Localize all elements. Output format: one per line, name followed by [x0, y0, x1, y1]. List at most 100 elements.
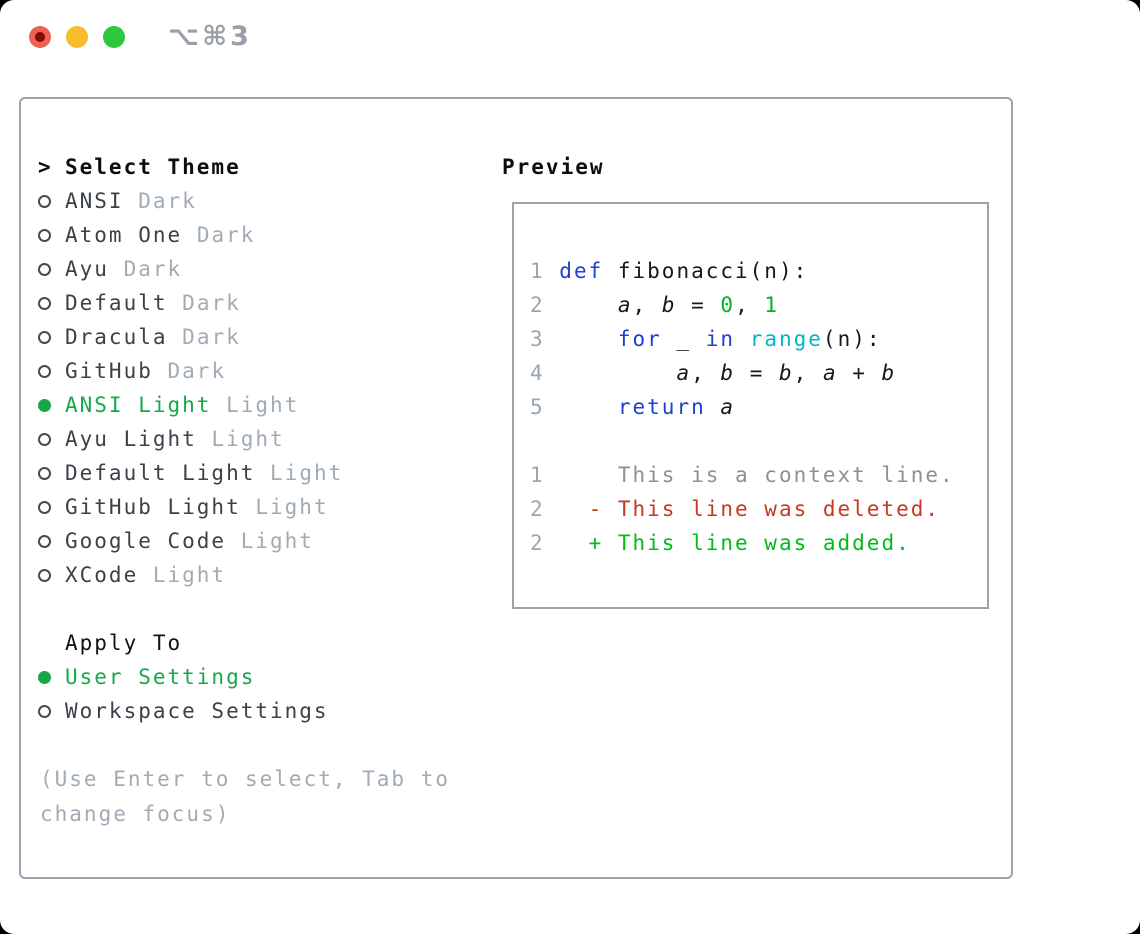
- close-button[interactable]: [29, 26, 51, 48]
- token-kw: return: [617, 395, 706, 419]
- token-var: a: [617, 293, 633, 317]
- line-number: 2: [530, 293, 560, 317]
- theme-option-google-code[interactable]: Google Code Light: [38, 524, 343, 558]
- token-var: a: [720, 395, 736, 419]
- theme-option-atom-one[interactable]: Atom One Dark: [38, 218, 343, 252]
- diff-line: 2 - This line was deleted.: [530, 492, 955, 526]
- theme-option-default-light[interactable]: Default Light Light: [38, 456, 343, 490]
- theme-variant-badge: Dark: [167, 359, 227, 383]
- theme-variant-badge: Light: [255, 495, 329, 519]
- token-var: b: [720, 361, 736, 385]
- theme-name: XCode: [65, 563, 139, 587]
- token-pl: _: [661, 327, 706, 351]
- token-var: b: [881, 361, 897, 385]
- zoom-button[interactable]: [103, 26, 125, 48]
- line-number: 2: [530, 531, 560, 555]
- help-text: (Use Enter to select, Tab to change focu…: [40, 762, 450, 832]
- theme-option-ansi[interactable]: ANSI Dark: [38, 184, 343, 218]
- theme-name: GitHub Light: [65, 495, 241, 519]
- token-pl: (n):: [822, 327, 882, 351]
- token-pl: [706, 395, 721, 419]
- apply-option-workspace-settings[interactable]: Workspace Settings: [38, 694, 329, 728]
- theme-name: GitHub: [65, 359, 153, 383]
- theme-option-default[interactable]: Default Dark: [38, 286, 343, 320]
- token-num: 1: [764, 293, 780, 317]
- apply-option-label: Workspace Settings: [65, 699, 329, 723]
- minimize-button[interactable]: [66, 26, 88, 48]
- radio-icon: [38, 704, 51, 718]
- code-line: 3 for _ in range(n):: [530, 322, 955, 356]
- token-pl: ,: [632, 293, 662, 317]
- radio-selected-icon: [38, 670, 51, 684]
- line-number: 3: [530, 327, 560, 351]
- token-kw: for: [617, 327, 662, 351]
- theme-option-ansi-light[interactable]: ANSI Light Light: [38, 388, 343, 422]
- token-pl: [559, 327, 618, 351]
- theme-option-ayu-light[interactable]: Ayu Light Light: [38, 422, 343, 456]
- apply-to-header-row: Apply To: [38, 626, 329, 660]
- diff-block: 1 This is a context line.2 - This line w…: [530, 458, 955, 560]
- radio-icon: [38, 466, 51, 480]
- token-ctx: This is a context line.: [559, 463, 955, 487]
- token-pl: ,: [793, 361, 823, 385]
- unsaved-dot-icon: [35, 32, 45, 42]
- radio-icon: [38, 330, 51, 344]
- token-var: b: [779, 361, 794, 385]
- theme-variant-badge: Dark: [138, 189, 197, 213]
- theme-option-github-light[interactable]: GitHub Light Light: [38, 490, 343, 524]
- theme-option-github[interactable]: GitHub Dark: [38, 354, 343, 388]
- theme-name: Default Light: [65, 461, 256, 485]
- code-line: 2 a, b = 0, 1: [530, 288, 955, 322]
- theme-name: ANSI Light: [65, 393, 212, 417]
- help-text-line1: (Use Enter to select, Tab to: [40, 767, 451, 791]
- apply-option-label: User Settings: [65, 665, 256, 689]
- token-add: + This line was added.: [588, 531, 911, 555]
- token-pl: [559, 497, 588, 521]
- preview-label: Preview: [502, 155, 605, 179]
- theme-option-ayu[interactable]: Ayu Dark: [38, 252, 343, 286]
- line-number: 5: [530, 395, 560, 419]
- diff-line: 1 This is a context line.: [530, 458, 955, 492]
- theme-variant-badge: Dark: [123, 257, 183, 281]
- theme-variant-badge: Dark: [196, 223, 256, 247]
- radio-icon: [38, 500, 51, 514]
- theme-variant-badge: Dark: [182, 325, 241, 349]
- apply-option-user-settings[interactable]: User Settings: [38, 660, 329, 694]
- line-number: 1: [530, 259, 560, 283]
- theme-name: Dracula: [65, 325, 168, 349]
- token-var: a: [676, 361, 692, 385]
- theme-option-xcode[interactable]: XCode Light: [38, 558, 343, 592]
- code-line: 5 return a: [530, 390, 955, 424]
- theme-name: Default: [65, 291, 168, 315]
- token-kw: in: [705, 327, 736, 351]
- theme-name: Google Code: [65, 529, 227, 553]
- theme-name: Ayu: [65, 257, 109, 281]
- radio-icon: [38, 296, 51, 310]
- theme-name: Ayu Light: [65, 427, 197, 451]
- token-pl: [559, 293, 618, 317]
- apply-to-header: Apply To: [65, 631, 183, 655]
- radio-icon: [38, 194, 51, 208]
- theme-option-dracula[interactable]: Dracula Dark: [38, 320, 343, 354]
- radio-icon: [38, 568, 51, 582]
- code-line: 1 def fibonacci(n):: [530, 254, 955, 288]
- diff-line: 2 + This line was added.: [530, 526, 955, 560]
- token-pl: [559, 395, 618, 419]
- code-line: 4 a, b = b, a + b: [530, 356, 955, 390]
- token-del: - This line was deleted.: [588, 497, 941, 521]
- radio-icon: [38, 364, 51, 378]
- radio-icon: [38, 262, 51, 276]
- radio-icon: [38, 432, 51, 446]
- radio-icon: [38, 228, 51, 242]
- token-var: b: [661, 293, 677, 317]
- token-pl: +: [837, 361, 882, 385]
- token-pl: fibonacci(n):: [603, 259, 809, 283]
- titlebar: ⌥⌘3: [0, 0, 1140, 72]
- theme-variant-badge: Light: [226, 393, 300, 417]
- token-pl: ,: [691, 361, 721, 385]
